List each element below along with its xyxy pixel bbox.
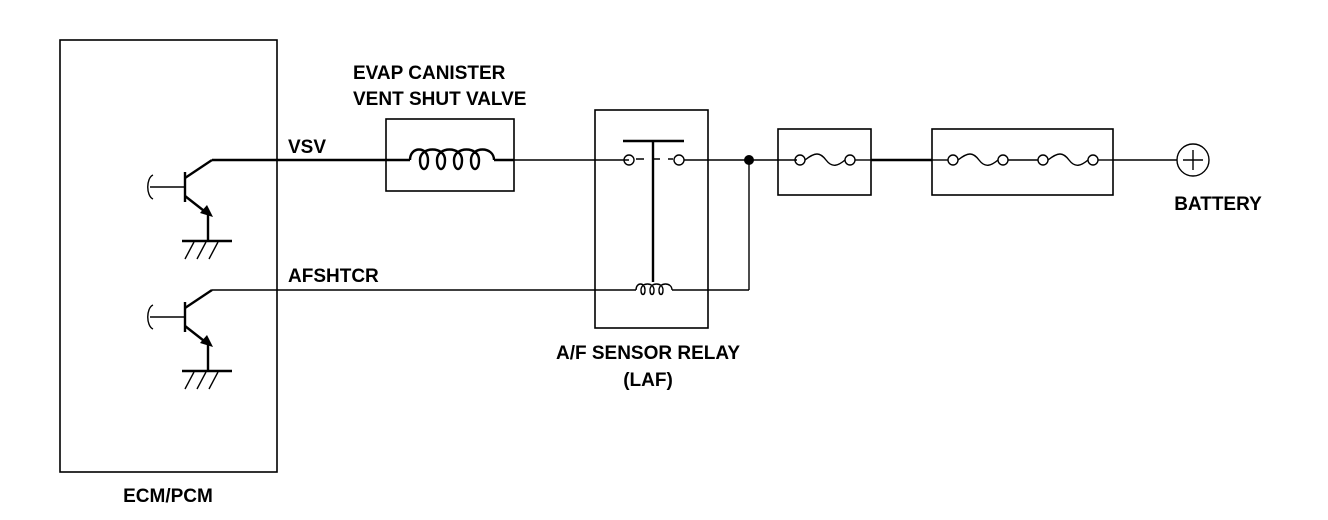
ecm-pcm-label: ECM/PCM <box>123 486 213 507</box>
fuse-icon <box>1037 153 1099 166</box>
evap-label-line1: EVAP CANISTER <box>353 63 506 84</box>
evap-valve-box <box>385 118 515 192</box>
evap-label-line2: VENT SHUT VALVE <box>353 89 526 110</box>
relay-coil-icon <box>635 283 673 296</box>
fuse-icon <box>794 153 856 166</box>
battery-plus-icon <box>1176 143 1210 177</box>
fuse-box-1-rect <box>777 128 872 196</box>
relay-label-line1: A/F SENSOR RELAY <box>556 343 740 364</box>
ecm-pcm-box <box>59 39 278 473</box>
relay-box <box>594 109 709 329</box>
af-sensor-relay <box>594 109 709 329</box>
afshtcr-transistor-icon <box>147 289 213 370</box>
afshtcr-label: AFSHTCR <box>288 266 379 287</box>
fuse-box-2-rect <box>931 128 1114 196</box>
fuse-box-1 <box>777 128 872 196</box>
fuse-box-2 <box>931 128 1114 196</box>
relay-label-line2: (LAF) <box>623 370 673 391</box>
ecm-pcm-module <box>59 39 278 473</box>
evap-canister-vent-shut-valve <box>385 118 515 192</box>
ground-icon <box>182 369 232 390</box>
fuse-icon <box>947 153 1009 166</box>
solenoid-coil-icon <box>408 148 496 171</box>
vsv-label: VSV <box>288 137 326 158</box>
vsv-transistor-icon <box>147 159 213 240</box>
ground-icon <box>182 239 232 260</box>
battery-label: BATTERY <box>1174 194 1262 215</box>
